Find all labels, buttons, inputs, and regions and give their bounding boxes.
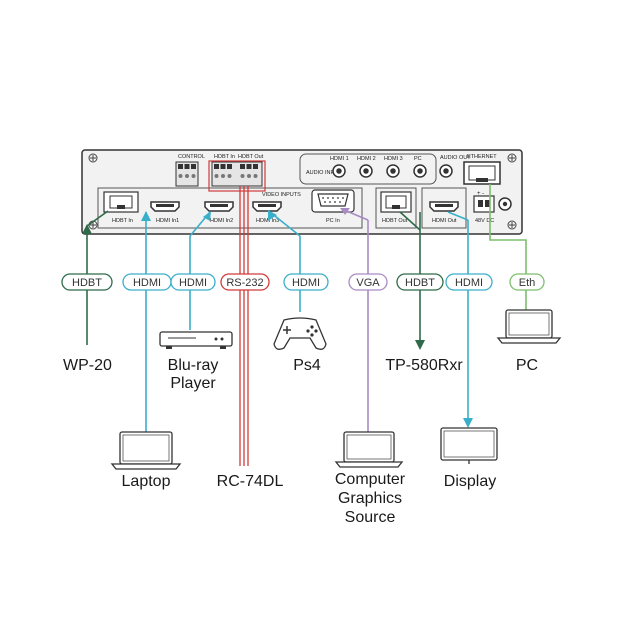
pill-vga-text: VGA: [356, 277, 380, 289]
power-label: 48V DC: [475, 218, 494, 224]
audio-in-label-hdmi2: HDMI 2: [357, 156, 376, 162]
arrow-up-icon: [203, 211, 211, 221]
rs232-terminal-icon: [208, 160, 266, 192]
pill-hdbt-in: [61, 273, 113, 291]
pill-eth: [509, 273, 545, 291]
hdmi-in3-port-icon: [252, 201, 282, 212]
pill-hdmi3: [283, 273, 329, 291]
hdmi-out-port-icon: [421, 187, 467, 229]
audio-in-label-hdmi1: HDMI 1: [330, 156, 349, 162]
device-label-tp580: TP-580Rxr: [385, 357, 463, 374]
hdmi-out-port-label: HDMI Out: [432, 218, 457, 224]
audio-in-label-hdmi3: HDMI 3: [384, 156, 403, 162]
arrow-up-icon: [82, 224, 92, 234]
hdmi-in1-port-icon: [150, 201, 180, 212]
vga-port-icon: [311, 189, 355, 213]
device-label-ps4: Ps4: [293, 357, 321, 374]
laptop-icon: [110, 431, 182, 470]
hdmi-in3-port-label: HDMI In3: [256, 218, 279, 224]
port-area: [97, 187, 363, 229]
control-label: CONTROL: [178, 154, 205, 160]
pill-hdbt-out: [396, 273, 444, 291]
svg-text:+ -: + -: [477, 191, 484, 197]
pill-hdmi-out: [445, 273, 493, 291]
hdbt-in-port-icon: [103, 191, 139, 213]
ethernet-label: ETHERNET: [467, 154, 497, 160]
pill-vga: [348, 273, 388, 291]
hdmi-in2-port-icon: [204, 201, 234, 212]
device-label-pc: PC: [516, 357, 538, 374]
display-monitor-icon: [440, 427, 498, 464]
video-inputs-label: VIDEO INPUTS: [262, 192, 301, 198]
arrow-down-icon: [463, 418, 473, 428]
pc-in-port-label: PC In: [326, 218, 340, 224]
cable-rs232: [239, 186, 249, 466]
hdbt-out-port-icon: [375, 187, 417, 229]
device-label-bluray-1: Blu-ray: [168, 357, 219, 374]
arrow-up-icon: [268, 210, 277, 221]
hdmi-in2-port-label: HDMI In2: [210, 218, 233, 224]
pill-rs232: [220, 273, 270, 291]
arrow-up-icon: [340, 208, 350, 215]
hdbt-out-port-label: HDBT Out: [382, 218, 408, 224]
hdbt-out-rs232-label: HDBT Out: [238, 154, 264, 160]
pill-eth-text: Eth: [519, 277, 536, 289]
rear-panel: CONTROL HDBT In HDBT Out AUDIO INPUTS HD…: [81, 149, 523, 235]
pill-hdbt-in-text: HDBT: [72, 277, 102, 289]
pill-hdmi-out-text: HDMI: [455, 277, 483, 289]
bluray-player-icon: [159, 331, 233, 349]
pill-hdmi2-text: HDMI: [179, 277, 207, 289]
screw-icon: [88, 153, 517, 230]
device-label-cgs-1: Computer: [335, 471, 406, 488]
gamepad-icon: [273, 317, 327, 350]
device-label-rc74: RC-74DL: [217, 473, 284, 490]
audio-out-label: AUDIO OUT: [440, 155, 471, 161]
audio-in-label-pc: PC: [414, 156, 422, 162]
power-connector-icon: + -: [473, 191, 512, 213]
audio-jack-icon: [332, 164, 453, 178]
control-terminal-icon: [175, 161, 199, 187]
arrow-down-icon: [415, 340, 425, 350]
arrow-up-icon: [141, 211, 151, 221]
device-label-cgs-3: Source: [345, 509, 396, 526]
audio-inputs-label: AUDIO INPUTS: [306, 170, 345, 176]
pill-hdmi3-text: HDMI: [292, 277, 320, 289]
audio-inputs-group: [299, 153, 437, 185]
device-labels: WP-20 Blu-ray Player Ps4 TP-580Rxr PC La…: [63, 357, 538, 526]
audio-input-labels: HDMI 1 HDMI 2 HDMI 3 PC: [330, 156, 422, 162]
pc-laptop-icon: [496, 309, 562, 344]
hdbt-in-rs232-label: HDBT In: [214, 154, 235, 160]
pill-rs232-text: RS-232: [226, 277, 263, 289]
signal-pills: HDBT HDMI HDMI RS-232 HDMI VGA HDBT HDMI…: [61, 273, 545, 291]
hdbt-in-port-label: HDBT In: [112, 218, 133, 224]
device-label-cgs-2: Graphics: [338, 490, 402, 507]
pill-hdbt-out-text: HDBT: [405, 277, 435, 289]
hdmi-in1-port-label: HDMI In1: [156, 218, 179, 224]
computer-graphics-laptop-icon: [334, 431, 404, 468]
device-label-laptop: Laptop: [122, 473, 171, 490]
pill-hdmi2: [170, 273, 216, 291]
device-label-wp20: WP-20: [63, 357, 112, 374]
device-label-bluray-2: Player: [170, 375, 216, 392]
ethernet-port-icon: [463, 161, 501, 185]
pill-hdmi1-text: HDMI: [133, 277, 161, 289]
device-label-display: Display: [444, 473, 496, 490]
cables: [82, 184, 527, 466]
